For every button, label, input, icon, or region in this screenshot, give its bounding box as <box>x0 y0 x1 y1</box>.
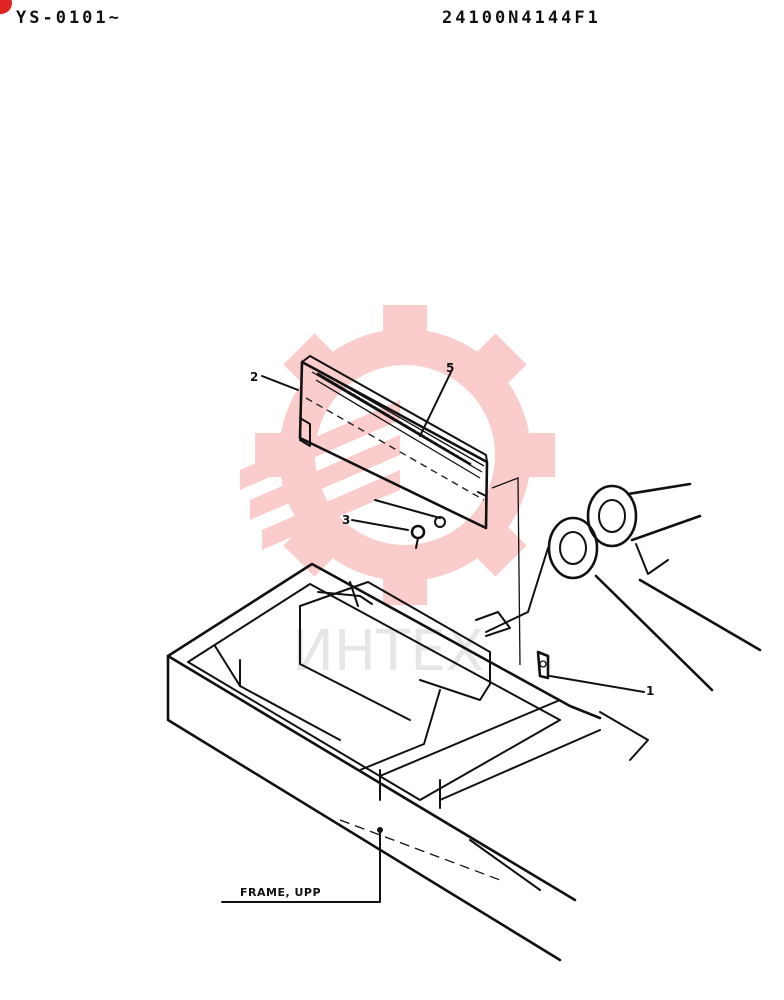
callout-5: 5 <box>446 361 454 375</box>
frame-label: FRAME, UPP <box>240 886 321 899</box>
callout-3: 3 <box>342 513 350 527</box>
boom-arm <box>485 482 762 692</box>
corner-marker <box>0 0 12 14</box>
callout-2: 2 <box>250 370 258 384</box>
model-range-code: YS-0101~ <box>16 8 122 28</box>
clip-part <box>536 650 550 680</box>
leader-lines <box>221 371 645 903</box>
callout-1: 1 <box>646 684 654 698</box>
assembly-guide-line <box>491 477 521 666</box>
cover-plate-part <box>298 355 489 530</box>
bolt-washer-part <box>374 499 446 549</box>
watermark-gear-logo <box>240 305 555 605</box>
drawing-number: 24100N4144F1 <box>442 8 601 28</box>
upper-frame <box>166 562 649 962</box>
